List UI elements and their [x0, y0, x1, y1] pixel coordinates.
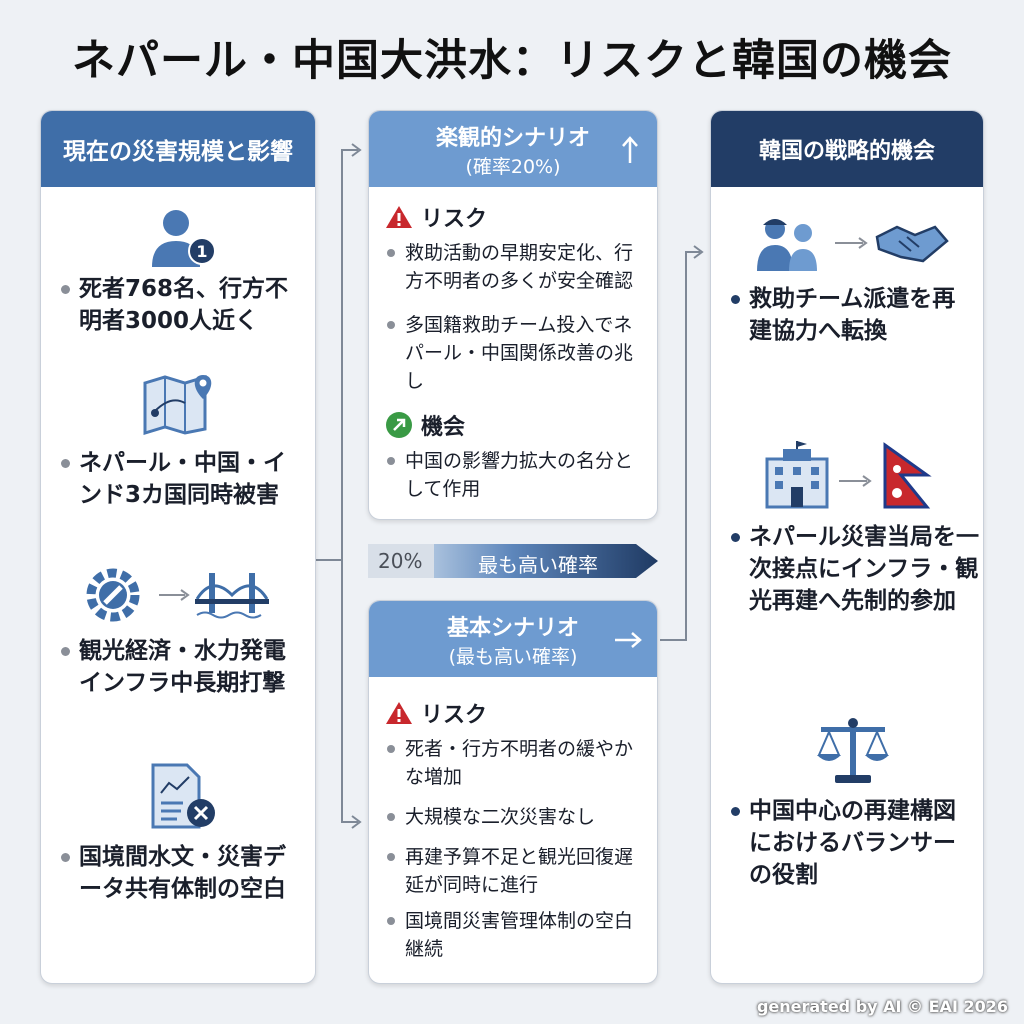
base-risk-4: 国境間災害管理体制の空白継続 — [385, 907, 649, 963]
current-impact-panel: 現在の災害規模と影響 1 死者768名、行方不明者3000人近く ネパール・中国… — [40, 110, 316, 984]
warning-icon — [386, 206, 412, 228]
optimistic-risk-label: リスク — [385, 201, 487, 233]
korea-header-text: 韓国の戦略的機会 — [758, 139, 935, 164]
person-count-icon: 1 — [146, 207, 230, 271]
balance-scale-icon — [815, 715, 891, 787]
page-title: ネパール・中国大洪水：リスクと韓国の機会 — [72, 36, 952, 86]
arrow-up-icon — [622, 136, 638, 163]
optimistic-opportunity-1: 中国の影響力拡大の名分として作用 — [385, 447, 649, 503]
base-risk-2: 大規模な二次災害なし — [385, 803, 649, 831]
probability-label: 最も高い確率 — [478, 553, 598, 577]
probability-percent: 20% — [378, 549, 423, 573]
gear-bridge-icon — [81, 565, 281, 627]
footer-credit: generated by AI © EAI 2026 — [756, 997, 1008, 1016]
base-risk-text: リスク — [421, 703, 488, 728]
optimistic-risk-2: 多国籍救助チーム投入でネパール・中国関係改善の兆し — [385, 311, 649, 395]
korea-opportunity-panel: 韓国の戦略的機会 救助チーム派遣を再建協力へ転換 — [710, 110, 984, 984]
optimistic-opportunity-text: 機会 — [421, 415, 466, 440]
base-header-probability: (最も高い確率) — [448, 645, 578, 668]
map-pin-icon — [141, 373, 221, 435]
optimistic-opportunity-label: 機会 — [385, 409, 465, 441]
optimistic-header-title: 楽観的シナリオ — [435, 125, 590, 151]
base-risk-3: 再建予算不足と観光回復遅延が同時に進行 — [385, 843, 649, 899]
current-impact-header: 現在の災害規模と影響 — [41, 111, 315, 187]
base-risk-label: リスク — [385, 697, 487, 729]
impact-item-3: 観光経済・水力発電インフラ中長期打撃 — [59, 635, 307, 699]
impact-item-1: 死者768名、行方不明者3000人近く — [59, 273, 307, 337]
impact-item-2: ネパール・中国・インド3カ国同時被害 — [59, 447, 307, 511]
korea-header: 韓国の戦略的機会 — [711, 111, 983, 187]
korea-item-1: 救助チーム派遣を再建協力へ転換 — [729, 283, 969, 347]
base-risk-1: 死者・行方不明者の緩やかな増加 — [385, 735, 649, 791]
base-scenario-panel: 基本シナリオ (最も高い確率) リスク 死者・行方不明者の緩やかな増加 大規模な… — [368, 600, 658, 984]
base-header-title: 基本シナリオ — [446, 615, 579, 641]
korea-item-2: ネパール災害当局を一次接点にインフラ・観光再建へ先制的参加 — [729, 521, 979, 617]
optimistic-risk-text: リスク — [421, 207, 488, 232]
base-header: 基本シナリオ (最も高い確率) — [369, 601, 657, 677]
building-nepal-flag-icon — [761, 441, 941, 511]
optimistic-scenario-panel: 楽観的シナリオ (確率20%) リスク 救助活動の早期安定化、行方不明者の多くが… — [368, 110, 658, 520]
person-count-badge: 1 — [196, 242, 207, 261]
optimistic-risk-1: 救助活動の早期安定化、行方不明者の多くが安全確認 — [385, 239, 649, 295]
korea-item-3: 中国中心の再建構図におけるバランサーの役割 — [729, 795, 969, 891]
impact-item-4: 国境間水文・災害データ共有体制の空白 — [59, 841, 307, 905]
current-impact-header-text: 現在の災害規模と影響 — [63, 139, 293, 165]
probability-bar: 20% 最も高い確率 — [368, 538, 660, 584]
optimistic-header: 楽観的シナリオ (確率20%) — [369, 111, 657, 187]
document-error-icon — [147, 763, 219, 831]
rescue-team-handshake-icon — [751, 211, 951, 275]
optimistic-header-probability: (確率20%) — [465, 155, 561, 178]
trend-up-icon — [386, 412, 412, 438]
warning-icon — [386, 702, 412, 724]
arrow-right-icon — [615, 632, 642, 648]
